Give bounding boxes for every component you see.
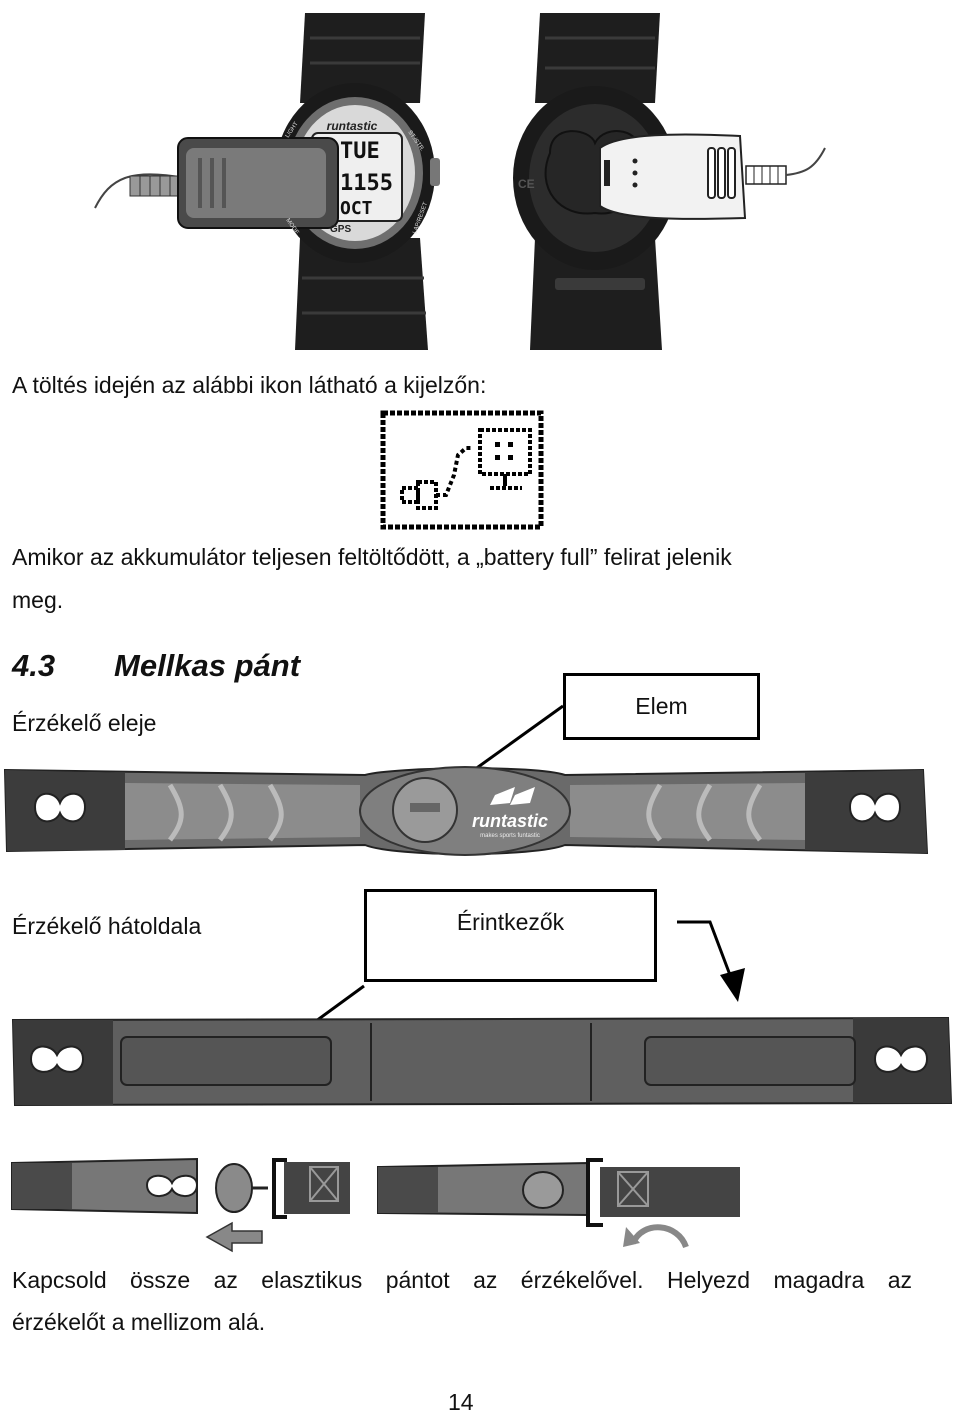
page-number: 14	[448, 1389, 474, 1415]
contacts-callout-text: Érintkezők	[456, 909, 565, 935]
section-title: Mellkas pánt	[114, 648, 301, 683]
watch-front-illustration: runtastic TUE 1155 OCT GPS ST./STR. LIGH…	[94, 13, 440, 350]
instruction-paragraph-line-2: érzékelőt a mellizom alá.	[12, 1309, 266, 1335]
instruction-paragraph-line-1: Kapcsold össze az elasztikus pántot az é…	[12, 1267, 912, 1293]
battery-callout-box: Elem	[563, 673, 760, 740]
watch-gps-label: GPS	[330, 224, 351, 235]
contacts-callout-box: Érintkezők	[364, 889, 657, 982]
battery-full-paragraph-line-2: meg.	[12, 587, 64, 613]
watch-brand: runtastic	[327, 119, 378, 133]
chest-strap-front: runtastic makes sports funtastic	[3, 766, 929, 856]
watch-back-illustration: CE	[513, 13, 826, 350]
battery-callout-text: Elem	[635, 693, 688, 719]
strap-tagline: makes sports funtastic	[480, 833, 540, 839]
watch-screen-line-2: 1155	[340, 171, 393, 196]
chest-strap-back	[11, 1016, 953, 1107]
clasp-attach-illustration	[377, 1158, 740, 1249]
svg-text:CE: CE	[518, 177, 535, 191]
watch-screen-line-1: TUE	[340, 139, 380, 164]
charging-icon-caption: A töltés idején az alábbi ikon látható a…	[12, 372, 487, 398]
strap-brand: runtastic	[472, 811, 548, 831]
back-sensor-label: Érzékelő hátoldala	[12, 913, 202, 939]
charging-icon	[380, 410, 544, 530]
clasp-detach-illustration	[11, 1157, 350, 1253]
battery-full-paragraph-line-1: Amikor az akkumulátor teljesen feltöltőd…	[12, 544, 732, 570]
watch-screen-line-3: OCT	[340, 198, 373, 219]
section-number: 4.3	[12, 648, 56, 683]
front-sensor-label: Érzékelő eleje	[12, 710, 157, 736]
